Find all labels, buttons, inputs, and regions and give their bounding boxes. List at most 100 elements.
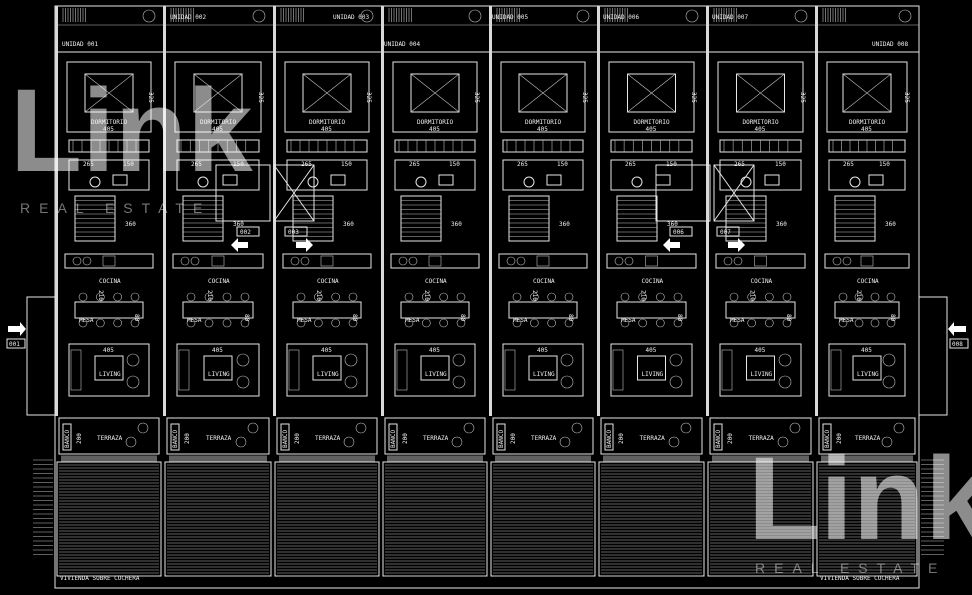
- chair-icon: [296, 318, 306, 328]
- dimension-label: 325: [147, 92, 154, 103]
- bed-icon: [627, 73, 676, 113]
- living-outline: [828, 343, 906, 397]
- footer-note-right: VIVIENDA SOBRE COCHERA: [820, 575, 900, 582]
- dimension-label: 200: [836, 433, 843, 444]
- burner-icon: [723, 256, 733, 266]
- chair-icon: [886, 318, 896, 328]
- label-kitchen: COCINA: [533, 278, 555, 285]
- kitchen-counter: [606, 253, 697, 269]
- plant-icon: [789, 422, 801, 434]
- dimension-label: 405: [861, 126, 872, 133]
- terrace-outline: [818, 417, 916, 455]
- bathroom-outline: [719, 159, 802, 191]
- armchair-icon: [126, 353, 140, 367]
- armchair-icon: [778, 353, 792, 367]
- watermark-tagline-right: REAL ESTATE: [755, 560, 947, 576]
- armchair-icon: [236, 353, 250, 367]
- dimension-label: 80: [351, 314, 358, 322]
- burner-icon: [842, 256, 852, 266]
- terrace-outline: [166, 417, 270, 455]
- dimension-label: 405: [755, 126, 766, 133]
- label-bedroom: DORMITORIO: [743, 119, 780, 126]
- label-living: LIVING: [751, 371, 773, 378]
- sofa-icon: [830, 349, 842, 391]
- chair-icon: [422, 292, 431, 302]
- dimension-label: 265: [517, 161, 528, 168]
- chair-icon: [222, 318, 232, 328]
- stair-outline: [182, 195, 224, 242]
- dimension-label: 265: [843, 161, 854, 168]
- unit-code-labels: UNIDAD 001 UNIDAD 002 UNIDAD 003 UNIDAD …: [62, 14, 909, 48]
- entry-tag-006: 006: [673, 229, 684, 236]
- entry-tags: 001 002 003 006 007 008: [6, 226, 969, 349]
- label-kitchen: COCINA: [99, 278, 121, 285]
- dining-table: [725, 301, 796, 319]
- bathroom-outline: [176, 159, 260, 191]
- dimension-label: 210: [315, 290, 322, 301]
- bench-icon: [388, 423, 398, 451]
- bathroom-outline: [286, 159, 368, 191]
- dining-table: [182, 301, 254, 319]
- armchair-icon: [344, 375, 358, 389]
- dimension-label: 405: [755, 347, 766, 354]
- label-kitchen: COCINA: [208, 278, 230, 285]
- chair-icon: [78, 318, 88, 328]
- plant-icon: [463, 422, 475, 434]
- stair-outline: [292, 195, 334, 242]
- label-terrace: TERRAZA: [749, 435, 775, 442]
- toilet-icon: [89, 176, 101, 188]
- sofa-icon: [721, 349, 733, 391]
- chair-icon: [186, 292, 196, 302]
- sink-icon: [222, 174, 238, 186]
- sofa-icon: [178, 349, 190, 391]
- dimension-label: 405: [646, 126, 657, 133]
- plant-icon: [468, 9, 482, 23]
- label-kitchen: COCINA: [857, 278, 879, 285]
- sink-icon: [102, 255, 116, 267]
- toilet-icon: [740, 176, 752, 188]
- label-living: LIVING: [857, 371, 879, 378]
- bed-icon: [84, 73, 134, 113]
- coffee-table: [852, 355, 882, 381]
- kitchen-counter: [498, 253, 588, 269]
- label-table: MESA: [79, 317, 94, 324]
- dimension-label: 200: [618, 433, 625, 444]
- armchair-icon: [778, 375, 792, 389]
- left-wing: [26, 296, 56, 416]
- living-outline: [719, 343, 802, 397]
- armchair-icon: [560, 375, 574, 389]
- label-terrace: TERRAZA: [531, 435, 557, 442]
- dimension-label: 325: [365, 92, 372, 103]
- dimension-label: 325: [799, 92, 806, 103]
- dimension-label: 80: [567, 314, 574, 322]
- bed-icon: [518, 73, 568, 113]
- chair-icon: [870, 318, 880, 328]
- label-bench: BANCO: [715, 430, 722, 448]
- entry-arrow-icon: [8, 322, 26, 336]
- label-terrace: TERRAZA: [206, 435, 232, 442]
- bed-icon: [302, 73, 352, 113]
- dimension-label: 325: [690, 92, 697, 103]
- burner-icon: [614, 256, 624, 266]
- sink-icon: [112, 174, 128, 186]
- dimension-label: 265: [83, 161, 94, 168]
- dimension-label: 200: [402, 433, 409, 444]
- chair-icon: [113, 318, 122, 328]
- dimension-label: 210: [640, 290, 647, 301]
- entry-arrow-icon: [948, 322, 966, 336]
- toilet-icon: [523, 176, 535, 188]
- plant-icon: [343, 436, 355, 448]
- label-terrace: TERRAZA: [315, 435, 341, 442]
- dimension-label: 150: [775, 161, 786, 168]
- bench-icon: [170, 423, 180, 451]
- chair-icon: [331, 318, 340, 328]
- dining-table: [508, 301, 578, 319]
- armchair-icon: [452, 375, 466, 389]
- chair-icon: [782, 318, 792, 328]
- stair-core: [655, 164, 755, 222]
- bed-icon: [193, 73, 243, 113]
- coffee-table: [94, 355, 124, 381]
